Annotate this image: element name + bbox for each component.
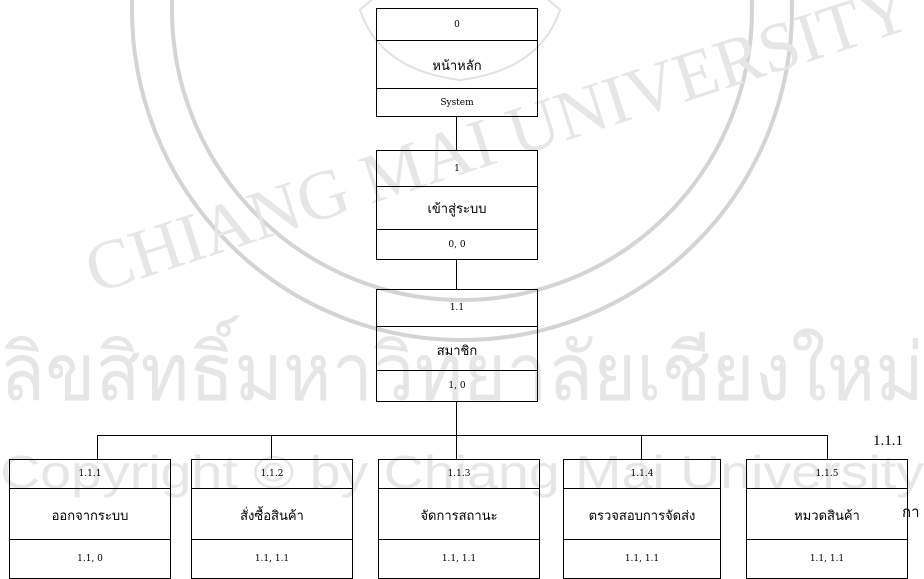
node-main-page: 0 หน้าหลัก System bbox=[376, 8, 538, 117]
connector-bus-1.1.1 bbox=[97, 435, 98, 459]
node-parent: 1, 0 bbox=[377, 370, 537, 401]
connector-1-1.1 bbox=[456, 260, 457, 289]
node-name: จัดการสถานะ bbox=[420, 508, 498, 524]
node-logout: 1.1.1 ออกจากระบบ 1.1, 0 bbox=[9, 459, 171, 579]
node-parent: 1.1, 1.1 bbox=[192, 539, 352, 578]
node-parent: 1.1, 0 bbox=[10, 539, 170, 578]
connector-bus-1.1.5 bbox=[827, 435, 828, 459]
node-name: สมาชิก bbox=[436, 343, 478, 359]
node-parent: System bbox=[377, 88, 537, 116]
node-id: 1.1.5 bbox=[747, 460, 907, 489]
node-id: 1.1.4 bbox=[564, 460, 720, 489]
node-id: 1.1.2 bbox=[192, 460, 352, 489]
node-parent: 1.1, 1.1 bbox=[564, 539, 720, 578]
node-login: 1 เข้าสู่ระบบ 0, 0 bbox=[376, 150, 538, 260]
node-product-category: 1.1.5 หมวดสินค้า 1.1, 1.1 bbox=[746, 459, 908, 579]
node-parent: 1.1, 1.1 bbox=[379, 539, 539, 578]
side-label-bottom: กา bbox=[902, 505, 920, 521]
node-check-delivery: 1.1.4 ตรวจสอบการจัดส่ง 1.1, 1.1 bbox=[563, 459, 721, 579]
node-id: 1.1.3 bbox=[379, 460, 539, 489]
node-id: 1.1 bbox=[377, 290, 537, 327]
side-label-top: 1.1.1 bbox=[873, 433, 903, 449]
connector-0-1 bbox=[456, 117, 457, 150]
node-name: หน้าหลัก bbox=[432, 58, 482, 74]
node-name: เข้าสู่ระบบ bbox=[427, 202, 487, 217]
node-name: สั่งซื้อสินค้า bbox=[240, 508, 304, 524]
connector-bus bbox=[97, 435, 828, 436]
node-name: หมวดสินค้า bbox=[794, 508, 860, 524]
connector-bus-1.1.4 bbox=[641, 435, 642, 459]
node-name: ออกจากระบบ bbox=[51, 508, 129, 524]
node-id: 0 bbox=[377, 9, 537, 41]
node-parent: 0, 0 bbox=[377, 229, 537, 259]
node-manage-status: 1.1.3 จัดการสถานะ 1.1, 1.1 bbox=[378, 459, 540, 579]
node-name: ตรวจสอบการจัดส่ง bbox=[588, 508, 696, 524]
connector-bus-1.1.3 bbox=[456, 435, 457, 459]
node-id: 1.1.1 bbox=[10, 460, 170, 489]
connector-bus-1.1.2 bbox=[271, 435, 272, 459]
node-order-products: 1.1.2 สั่งซื้อสินค้า 1.1, 1.1 bbox=[191, 459, 353, 579]
connector-1.1-bus bbox=[456, 402, 457, 435]
node-parent: 1.1, 1.1 bbox=[747, 539, 907, 578]
node-id: 1 bbox=[377, 151, 537, 187]
node-member: 1.1 สมาชิก 1, 0 bbox=[376, 289, 538, 402]
